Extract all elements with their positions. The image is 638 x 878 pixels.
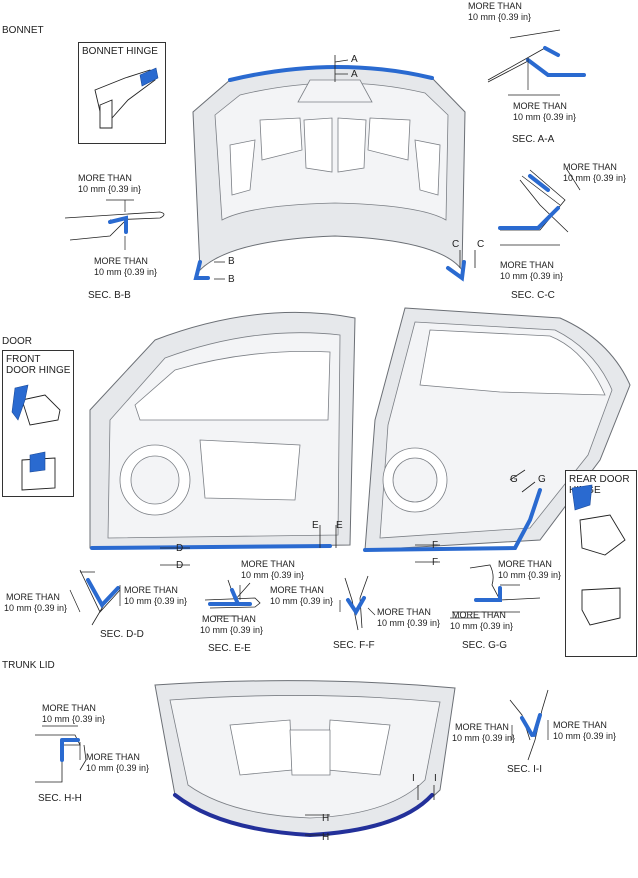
marker-i-right: I [434, 773, 437, 784]
sec-cc-drawing [498, 167, 581, 246]
section-header-trunk: TRUNK LID [2, 660, 55, 671]
rear-door-hinge-box: REAR DOOR HINGE [565, 470, 637, 657]
sec-hh-label: SEC. H-H [38, 793, 82, 804]
front-door-hinge-title: FRONT DOOR HINGE [6, 354, 71, 376]
dim-ee-1-value: 10 mm {0.39 in} [241, 570, 305, 580]
marker-i-left: I [412, 773, 415, 784]
marker-c-left: C [452, 239, 460, 250]
dim-ii-2-value: 10 mm {0.39 in} [553, 731, 617, 741]
sec-bb-drawing [64, 199, 165, 250]
dim-ff-2-more: MORE THAN [377, 607, 431, 617]
dim-hh-1-more: MORE THAN [42, 703, 96, 713]
dim-ii-1-value: 10 mm {0.39 in} [452, 733, 516, 743]
dim-dd-1-more: MORE THAN [6, 592, 60, 602]
dim-dd-2-more: MORE THAN [124, 585, 178, 595]
dim-dd-2-value: 10 mm {0.39 in} [124, 596, 188, 606]
sec-bb-label: SEC. B-B [88, 290, 131, 301]
front-door-seal [90, 544, 332, 550]
sec-dd-label: SEC. D-D [100, 629, 144, 640]
marker-d-bottom: D [176, 560, 184, 571]
dim-aa-1-more: MORE THAN [468, 1, 522, 11]
sec-aa-label: SEC. A-A [512, 134, 555, 145]
front-door-panel [89, 311, 356, 566]
dim-hh-1-value: 10 mm {0.39 in} [42, 714, 106, 724]
dim-ii-2-more: MORE THAN [553, 720, 607, 730]
dim-gg-2-more: MORE THAN [452, 610, 506, 620]
bonnet-hinge-title: BONNET HINGE [82, 46, 158, 57]
marker-a-bottom: A [351, 69, 358, 80]
sec-ii-drawing [509, 689, 549, 761]
marker-d-top: D [176, 543, 184, 554]
dim-ee-2-more: MORE THAN [202, 614, 256, 624]
dim-hh-2-value: 10 mm {0.39 in} [86, 763, 150, 773]
rear-door-panel [363, 307, 631, 563]
front-door-hinge-box: FRONT DOOR HINGE [2, 350, 74, 497]
dim-hh-2-more: MORE THAN [86, 752, 140, 762]
sec-hh-drawing [35, 725, 87, 783]
dim-ee-1-more: MORE THAN [241, 559, 295, 569]
dim-cc-1-more: MORE THAN [563, 162, 617, 172]
sec-ff-label: SEC. F-F [333, 640, 375, 651]
marker-h-top: H [322, 813, 330, 824]
sec-cc-label: SEC. C-C [511, 290, 555, 301]
dim-cc-2-value: 10 mm {0.39 in} [500, 271, 564, 281]
bonnet-panel [192, 55, 476, 282]
marker-e-right: E [336, 520, 343, 531]
marker-b-top: B [228, 256, 235, 267]
bonnet-seal-left [193, 260, 210, 280]
bonnet-hinge-box: BONNET HINGE [78, 42, 166, 144]
sec-gg-drawing [450, 564, 541, 619]
sec-ff-drawing [339, 575, 376, 631]
section-header-bonnet: BONNET [2, 25, 44, 36]
dim-gg-2-value: 10 mm {0.39 in} [450, 621, 514, 631]
marker-f-bottom: F [432, 557, 439, 568]
dim-aa-1-value: 10 mm {0.39 in} [468, 12, 532, 22]
marker-e-left: E [312, 520, 319, 531]
sec-ee-drawing [204, 579, 261, 617]
dim-ii-1-more: MORE THAN [455, 722, 509, 732]
sec-gg-label: SEC. G-G [462, 640, 508, 651]
dim-bb-1-value: 10 mm {0.39 in} [78, 184, 142, 194]
dim-ff-1-more: MORE THAN [270, 585, 324, 595]
marker-a-top: A [351, 54, 358, 65]
bonnet-seal-right [446, 260, 466, 282]
marker-b-bottom: B [228, 274, 235, 285]
dim-bb-2-value: 10 mm {0.39 in} [94, 267, 158, 277]
dim-bb-2-more: MORE THAN [94, 256, 148, 266]
bonnet-seal-front [228, 64, 434, 82]
dim-ff-1-value: 10 mm {0.39 in} [270, 596, 334, 606]
marker-g-left: G [510, 474, 518, 485]
trunk-lid-panel [154, 680, 456, 838]
dim-cc-2-more: MORE THAN [500, 260, 554, 270]
dim-gg-1-more: MORE THAN [498, 559, 552, 569]
marker-c-right: C [477, 239, 485, 250]
dim-gg-1-value: 10 mm {0.39 in} [498, 570, 562, 580]
dim-aa-2-value: 10 mm {0.39 in} [513, 112, 577, 122]
dim-cc-1-value: 10 mm {0.39 in} [563, 173, 627, 183]
rear-door-hinge-title: REAR DOOR HINGE [569, 474, 630, 496]
section-header-door: DOOR [2, 336, 32, 347]
dim-ee-2-value: 10 mm {0.39 in} [200, 625, 264, 635]
dim-aa-2-more: MORE THAN [513, 101, 567, 111]
marker-h-bottom: H [322, 832, 330, 843]
marker-g-right: G [538, 474, 546, 485]
marker-f-top: F [432, 540, 439, 551]
dim-dd-1-value: 10 mm {0.39 in} [4, 603, 68, 613]
dim-ff-2-value: 10 mm {0.39 in} [377, 618, 441, 628]
sec-aa-drawing [487, 29, 586, 96]
rear-door-seal [363, 488, 542, 552]
dim-bb-1-more: MORE THAN [78, 173, 132, 183]
sec-dd-drawing [69, 569, 121, 626]
sec-ee-label: SEC. E-E [208, 643, 251, 654]
sec-ii-label: SEC. I-I [507, 764, 543, 775]
